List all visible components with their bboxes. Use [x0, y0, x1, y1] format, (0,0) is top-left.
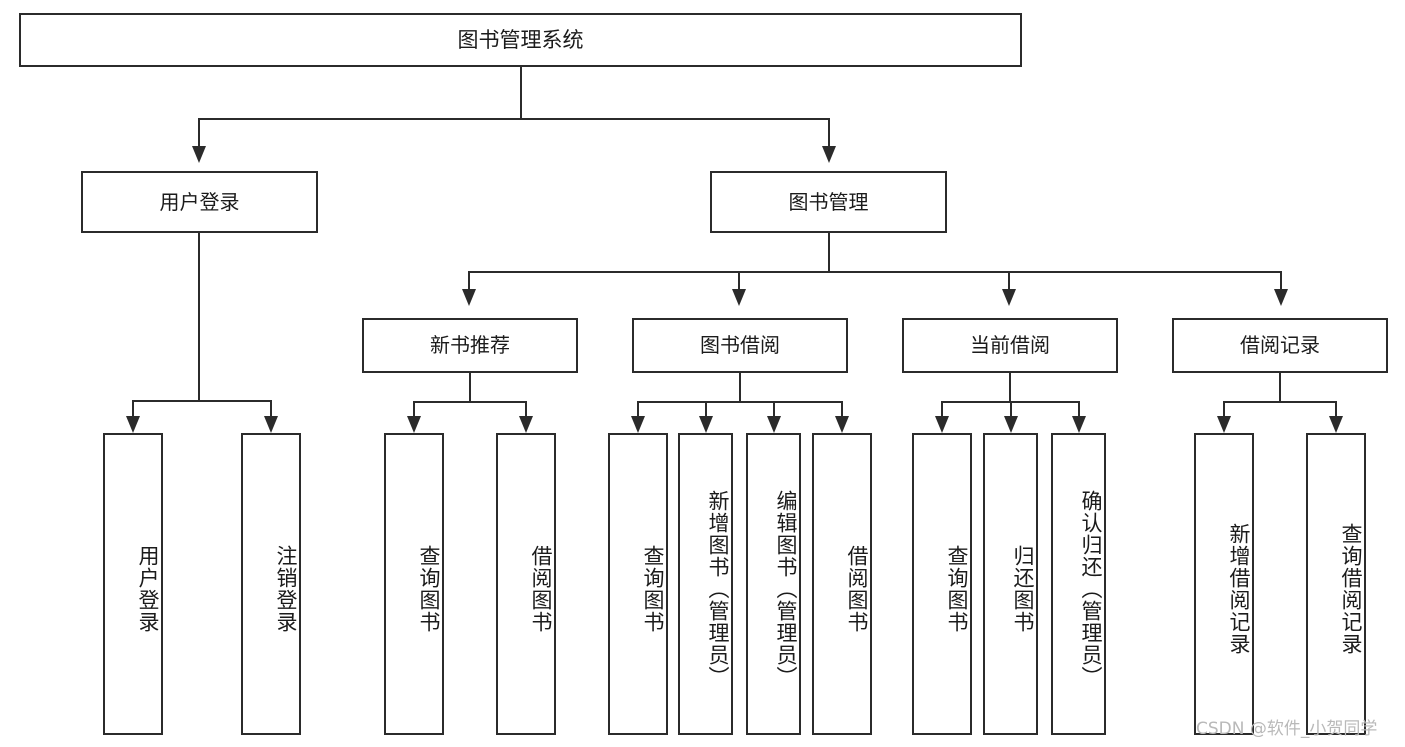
node-book-manage[interactable]: 图书管理: [710, 171, 947, 233]
arrow-cb-d2: [1004, 416, 1018, 433]
arrow-br-d1: [1217, 416, 1231, 433]
node-book-borrow-label: 图书借阅: [700, 333, 780, 357]
arrow-user-login-d2: [264, 416, 278, 433]
connector-bb-d1: [637, 401, 639, 418]
leaf-user-logout[interactable]: 注销登录: [241, 433, 301, 735]
leaf-query-book-1[interactable]: 查询图书: [384, 433, 444, 735]
connector-cb-d1: [941, 401, 943, 418]
leaf-borrow-book-1[interactable]: 借阅图书: [496, 433, 556, 735]
connector-nbr-bus: [413, 401, 527, 403]
node-root[interactable]: 图书管理系统: [19, 13, 1022, 67]
node-borrow-record-label: 借阅记录: [1240, 333, 1320, 357]
arrow-nbr-d2: [519, 416, 533, 433]
connector-root-to-book-manage: [828, 118, 830, 148]
connector-book-manage-d2: [738, 271, 740, 291]
connector-cb-d2: [1010, 401, 1012, 418]
leaf-confirm-return[interactable]: 确认归还（管理员）: [1051, 433, 1106, 735]
leaf-query-record-label: 查询借阅记录: [1339, 523, 1363, 655]
node-user-login[interactable]: 用户登录: [81, 171, 318, 233]
leaf-query-book-1-label: 查询图书: [417, 545, 441, 633]
arrow-br-d2: [1329, 416, 1343, 433]
connector-user-login-stem: [198, 233, 200, 401]
connector-cb-stem: [1009, 373, 1011, 402]
connector-nbr-stem: [469, 373, 471, 402]
leaf-query-book-3[interactable]: 查询图书: [912, 433, 972, 735]
connector-bb-bus: [637, 401, 843, 403]
connector-book-manage-bus: [468, 271, 1282, 273]
arrow-book-manage-d2: [732, 289, 746, 306]
leaf-return-book[interactable]: 归还图书: [983, 433, 1038, 735]
arrow-bb-d3: [767, 416, 781, 433]
leaf-query-book-3-label: 查询图书: [945, 545, 969, 633]
leaf-return-book-label: 归还图书: [1011, 545, 1035, 633]
arrow-book-manage-d4: [1274, 289, 1288, 306]
connector-book-manage-d4: [1280, 271, 1282, 291]
leaf-borrow-book-2-label: 借阅图书: [845, 545, 869, 633]
connector-bb-d2: [705, 401, 707, 418]
arrow-cb-d3: [1072, 416, 1086, 433]
leaf-query-book-2-label: 查询图书: [641, 545, 665, 633]
connector-root-stem: [520, 67, 522, 119]
arrow-book-manage-d3: [1002, 289, 1016, 306]
node-user-login-label: 用户登录: [159, 189, 240, 214]
arrow-root-to-book-manage: [822, 146, 836, 163]
connector-book-manage-stem: [828, 233, 830, 272]
connector-br-d1: [1223, 401, 1225, 418]
arrow-cb-d1: [935, 416, 949, 433]
node-current-borrow[interactable]: 当前借阅: [902, 318, 1118, 373]
connector-nbr-d1: [413, 401, 415, 418]
arrow-bb-d2: [699, 416, 713, 433]
arrow-root-to-user-login: [192, 146, 206, 163]
leaf-borrow-book-1-label: 借阅图书: [529, 545, 553, 633]
connector-br-stem: [1279, 373, 1281, 402]
connector-cb-d3: [1078, 401, 1080, 418]
arrow-bb-d1: [631, 416, 645, 433]
leaf-edit-book-label: 编辑图书（管理员）: [774, 490, 798, 688]
leaf-user-login-label: 用户登录: [136, 545, 160, 633]
connector-br-bus: [1223, 401, 1337, 403]
node-borrow-record[interactable]: 借阅记录: [1172, 318, 1388, 373]
node-root-label: 图书管理系统: [457, 27, 584, 52]
connector-user-login-bus: [132, 400, 272, 402]
connector-book-manage-d3: [1008, 271, 1010, 291]
connector-br-d2: [1335, 401, 1337, 418]
node-book-manage-label: 图书管理: [788, 189, 869, 214]
leaf-borrow-book-2[interactable]: 借阅图书: [812, 433, 872, 735]
leaf-query-record[interactable]: 查询借阅记录: [1306, 433, 1366, 735]
connector-nbr-d2: [525, 401, 527, 418]
connector-bb-d4: [841, 401, 843, 418]
arrow-nbr-d1: [407, 416, 421, 433]
leaf-query-book-2[interactable]: 查询图书: [608, 433, 668, 735]
arrow-book-manage-d1: [462, 289, 476, 306]
leaf-add-record-label: 新增借阅记录: [1227, 523, 1251, 655]
node-book-borrow[interactable]: 图书借阅: [632, 318, 848, 373]
arrow-user-login-d1: [126, 416, 140, 433]
leaf-add-book[interactable]: 新增图书（管理员）: [678, 433, 733, 735]
connector-book-manage-d1: [468, 271, 470, 291]
connector-bb-stem: [739, 373, 741, 402]
leaf-edit-book[interactable]: 编辑图书（管理员）: [746, 433, 801, 735]
connector-bb-d3: [773, 401, 775, 418]
node-new-book-recommend[interactable]: 新书推荐: [362, 318, 578, 373]
connector-user-login-d2: [270, 400, 272, 418]
leaf-add-book-label: 新增图书（管理员）: [706, 490, 730, 688]
leaf-user-login[interactable]: 用户登录: [103, 433, 163, 735]
node-new-book-recommend-label: 新书推荐: [430, 333, 510, 357]
node-current-borrow-label: 当前借阅: [970, 333, 1050, 357]
connector-root-to-user-login: [198, 118, 200, 148]
arrow-bb-d4: [835, 416, 849, 433]
connector-root-bus: [198, 118, 830, 120]
leaf-add-record[interactable]: 新增借阅记录: [1194, 433, 1254, 735]
leaf-confirm-return-label: 确认归还（管理员）: [1079, 490, 1103, 688]
connector-user-login-d1: [132, 400, 134, 418]
leaf-user-logout-label: 注销登录: [274, 545, 298, 633]
